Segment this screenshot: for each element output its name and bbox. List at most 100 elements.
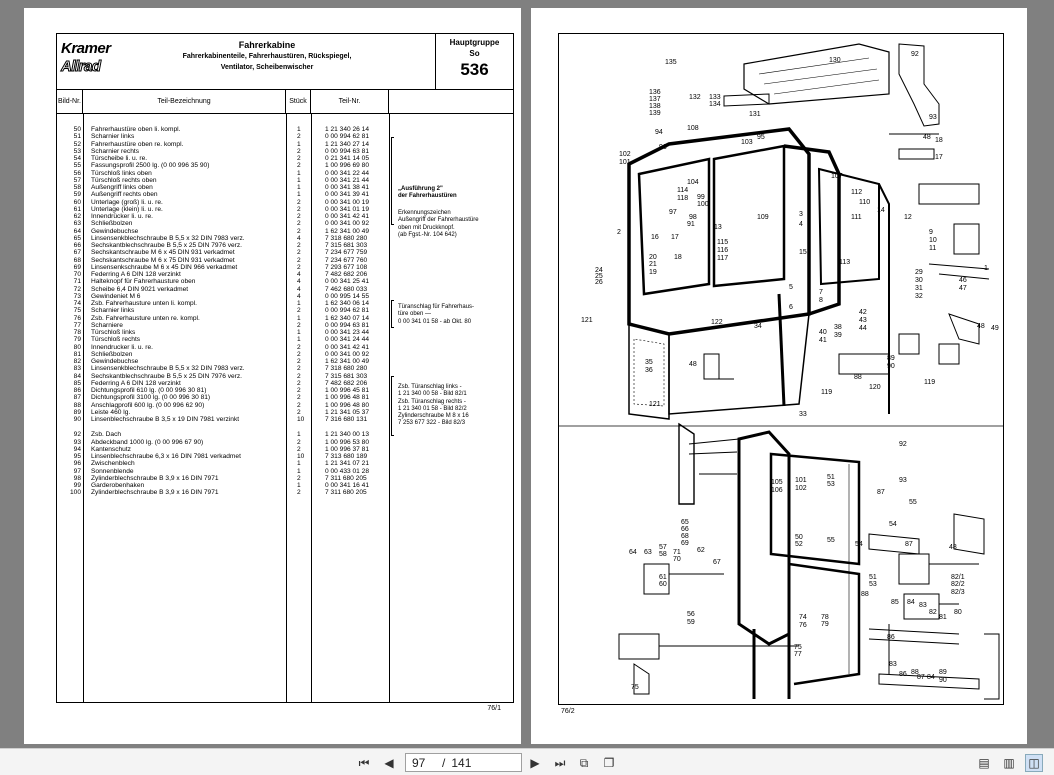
cell-teil-bezeichnung: Scharnier links — [91, 133, 135, 141]
note-zsb-tueranschlag: Zsb. Türanschlag links - 1 21 340 00 58 … — [398, 384, 469, 428]
cell-teil-bezeichnung: Gewindebuchse — [91, 358, 139, 365]
cell-stueck: 2 — [297, 321, 301, 329]
svg-text:111: 111 — [851, 214, 862, 221]
svg-text:95: 95 — [757, 134, 765, 141]
svg-text:90: 90 — [887, 363, 895, 370]
cell-teil-nr: 7 462 680 033 — [325, 285, 368, 293]
svg-text:50: 50 — [795, 534, 803, 541]
svg-text:82/3: 82/3 — [951, 589, 965, 596]
svg-text:107: 107 — [831, 173, 843, 180]
continuous-view-button[interactable]: ▥ — [1000, 754, 1018, 772]
cell-teil-bezeichnung: Scharnier rechts — [91, 147, 140, 155]
svg-text:118: 118 — [677, 195, 688, 202]
cell-teil-bezeichnung: Türschloß links oben — [91, 169, 152, 177]
svg-text:82/1: 82/1 — [951, 574, 965, 581]
cell-teil-nr: 7 482 682 206 — [325, 271, 368, 278]
cell-bild-nr: 79 — [73, 336, 81, 344]
previous-page-button[interactable]: ◀ — [380, 754, 398, 772]
cell-teil-nr: 0 00 995 14 55 — [325, 292, 369, 300]
cell-teil-nr: 7 315 681 303 — [325, 372, 368, 380]
cell-teil-nr: 0 00 341 21 44 — [325, 176, 369, 184]
next-page-button[interactable]: ▶ — [526, 754, 544, 772]
cell-stueck: 2 — [297, 220, 301, 228]
cell-teil-nr: 0 00 341 00 19 — [325, 198, 369, 206]
note-line: 0 00 341 01 58 - ab Okt. 80 — [398, 318, 472, 325]
cell-teil-bezeichnung: Fassungsprofil 2500 lg. (0 00 996 35 90) — [91, 162, 210, 170]
cell-stueck: 2 — [297, 242, 301, 249]
svg-text:87: 87 — [917, 674, 925, 681]
svg-text:132: 132 — [689, 94, 701, 101]
cell-bild-nr: 68 — [73, 256, 81, 264]
document-viewer[interactable]: Kramer Allrad Fahrerkabine Fahrerkabinen… — [0, 0, 1054, 748]
svg-text:100: 100 — [697, 201, 709, 208]
single-page-view-button[interactable]: ▤ — [975, 754, 993, 772]
svg-text:58: 58 — [659, 551, 667, 558]
cell-bild-nr: 50 — [73, 126, 81, 133]
svg-text:97: 97 — [669, 209, 677, 216]
note-line: Türanschlag für Fahrerhaus- — [398, 304, 475, 310]
svg-text:53: 53 — [827, 481, 835, 488]
cell-teil-bezeichnung: Innendrucker li. u. re. — [91, 343, 153, 351]
svg-text:52: 52 — [795, 541, 803, 548]
svg-text:131: 131 — [749, 111, 761, 118]
rotate-page-button[interactable]: ⧉ — [575, 754, 593, 772]
svg-text:21: 21 — [649, 261, 657, 268]
svg-text:86: 86 — [899, 671, 907, 678]
last-page-button[interactable]: ⏭ — [551, 754, 569, 772]
cell-stueck: 1 — [297, 191, 301, 199]
svg-text:86: 86 — [887, 634, 895, 641]
cell-teil-nr: 7 234 677 759 — [325, 249, 368, 257]
svg-text:48: 48 — [949, 544, 957, 551]
cell-bild-nr: 69 — [73, 263, 81, 271]
cell-bild-nr: 51 — [73, 133, 81, 141]
cell-teil-bezeichnung: Türschloß rechts — [91, 336, 141, 344]
svg-text:92: 92 — [899, 441, 907, 448]
svg-text:68: 68 — [681, 533, 689, 540]
cell-teil-bezeichnung: Anschlagprofil 600 lg. (0 00 996 62 90) — [91, 401, 205, 409]
svg-text:8: 8 — [819, 297, 823, 304]
column-divider — [311, 114, 312, 702]
svg-text:42: 42 — [859, 309, 867, 316]
svg-text:122: 122 — [711, 319, 723, 326]
cell-stueck: 2 — [297, 358, 301, 365]
cell-teil-nr: 7 293 677 108 — [325, 263, 368, 271]
svg-text:88: 88 — [911, 669, 919, 676]
cell-stueck: 1 — [297, 169, 301, 177]
copy-page-button[interactable]: ❐ — [600, 754, 618, 772]
svg-text:115: 115 — [717, 239, 728, 246]
first-page-button[interactable]: ⏮ — [355, 754, 373, 772]
svg-text:110: 110 — [859, 199, 870, 206]
two-page-view-button[interactable]: ◫ — [1025, 754, 1043, 772]
cell-teil-bezeichnung: Türscheibe li. u. re. — [91, 155, 148, 162]
cell-teil-nr: 0 00 341 39 41 — [325, 191, 369, 199]
cell-teil-bezeichnung: Sonnenblende — [91, 467, 134, 475]
cell-bild-nr: 76 — [73, 314, 81, 322]
svg-text:25: 25 — [595, 273, 603, 280]
page-number-input[interactable]: 97 / 141 — [405, 753, 522, 772]
cell-stueck: 2 — [297, 394, 301, 402]
cell-teil-nr: 0 00 341 38 41 — [325, 184, 369, 191]
svg-text:56: 56 — [687, 611, 695, 618]
cell-teil-bezeichnung: Federring A 6 DIN 128 verzinkt — [91, 379, 181, 387]
group-number: 536 — [460, 60, 489, 79]
cell-bild-nr: 72 — [73, 285, 81, 293]
svg-text:54: 54 — [855, 541, 863, 548]
cell-stueck: 4 — [297, 285, 301, 293]
svg-text:70: 70 — [673, 556, 681, 563]
cell-teil-nr: 7 318 680 280 — [325, 234, 368, 242]
svg-text:3: 3 — [799, 211, 803, 218]
svg-text:119: 119 — [924, 379, 935, 386]
cell-bild-nr: 98 — [73, 474, 81, 482]
current-page[interactable]: 97 — [412, 755, 426, 770]
